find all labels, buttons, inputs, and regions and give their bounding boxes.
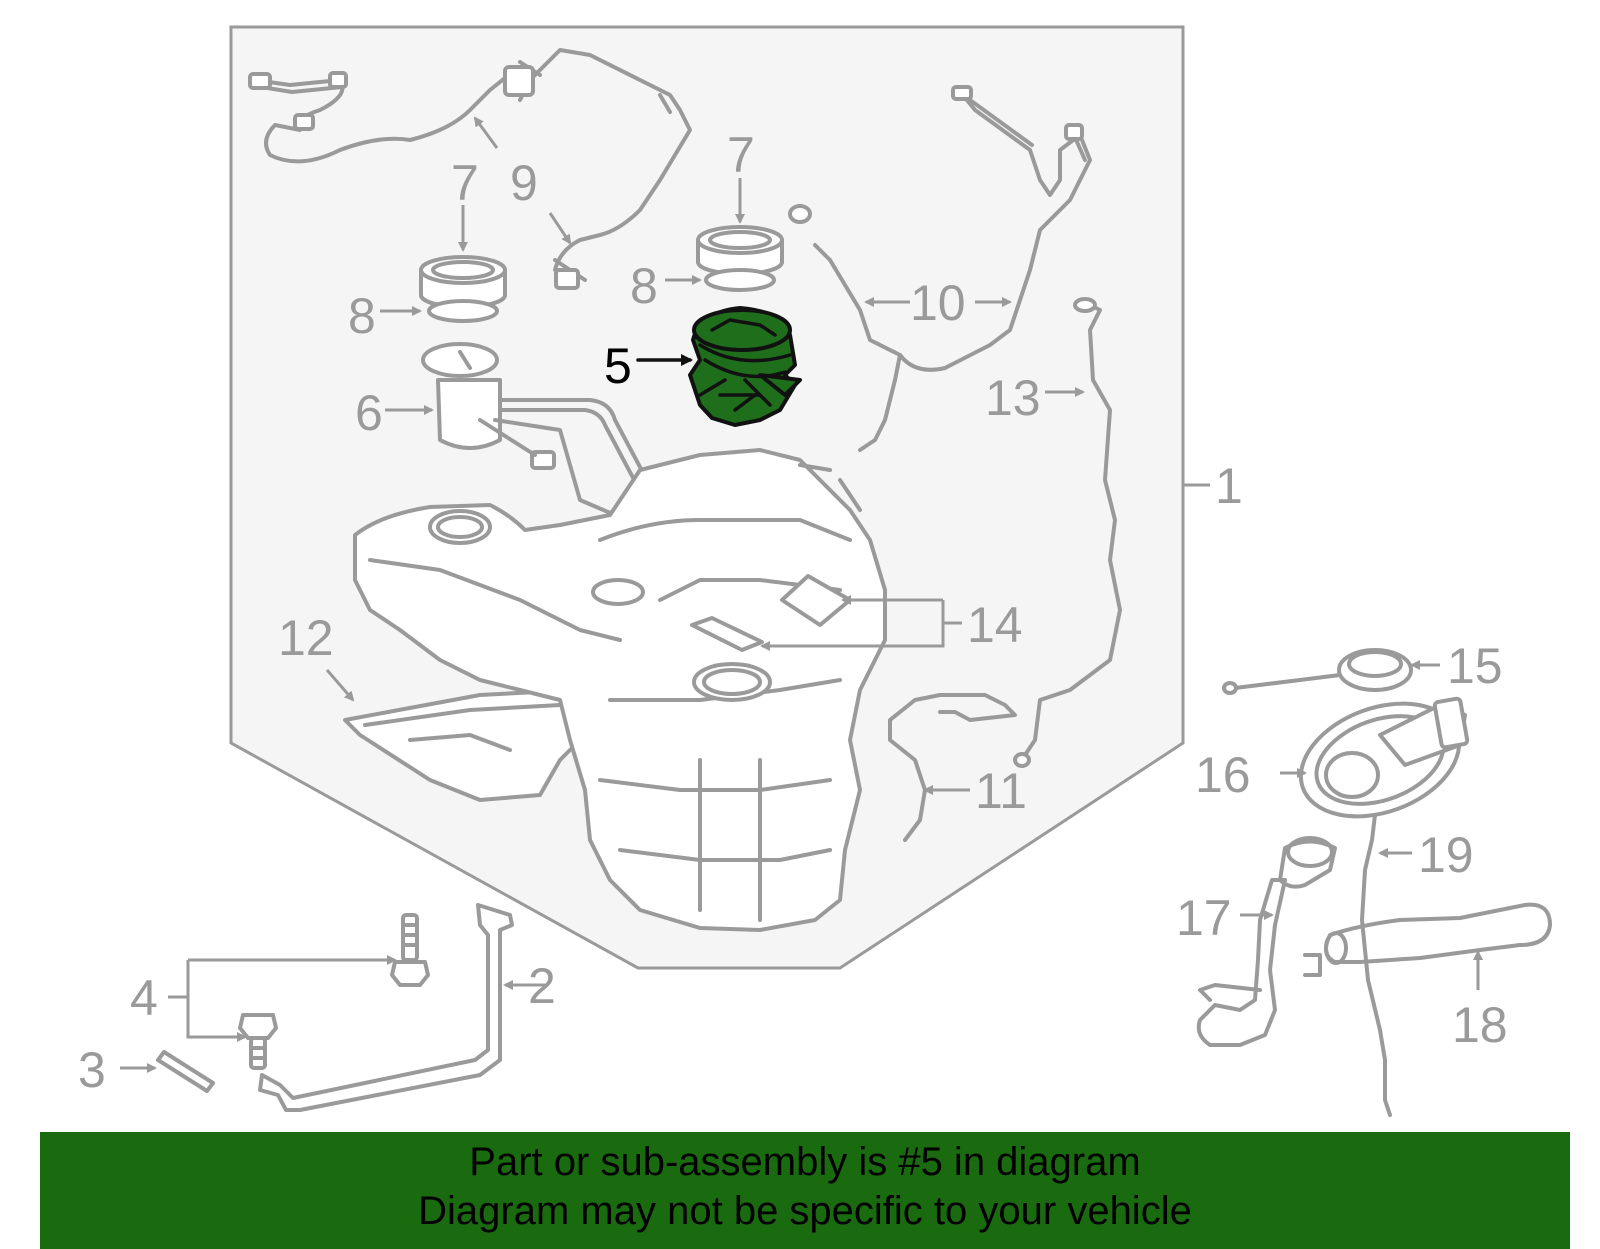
callout-2: 2 xyxy=(528,958,556,1014)
callout-3: 3 xyxy=(78,1042,106,1098)
bolt-part-4-upper xyxy=(390,913,430,987)
fuel-pump-module-part-5 xyxy=(688,306,802,427)
callout-7-left: 7 xyxy=(451,155,479,211)
fuel-tank xyxy=(353,448,887,932)
bolt-part-4-lower xyxy=(238,1013,278,1070)
footer-line-part: Part or sub-assembly is #5 in diagram xyxy=(469,1140,1141,1184)
callout-13: 13 xyxy=(985,370,1041,426)
callout-10: 10 xyxy=(910,275,966,331)
callout-12: 12 xyxy=(278,610,334,666)
lock-ring-part-7-right xyxy=(696,225,784,276)
callout-19: 19 xyxy=(1418,827,1474,883)
strap-part-2 xyxy=(258,903,514,1112)
footer-line-disclaimer: Diagram may not be specific to your vehi… xyxy=(418,1189,1192,1233)
callout-15: 15 xyxy=(1447,638,1503,694)
callout-18: 18 xyxy=(1452,997,1508,1053)
filler-pipe-part-17 xyxy=(1196,836,1337,1047)
leader-lines xyxy=(120,116,1483,1073)
vent-hose-part-10 xyxy=(788,85,1092,452)
callout-17: 17 xyxy=(1176,890,1232,946)
filler-housing-part-16 xyxy=(1298,696,1470,819)
footer-banner: Part or sub-assembly is #5 in diagram Di… xyxy=(40,1132,1570,1249)
filler-cap-part-15 xyxy=(1222,648,1413,695)
callout-8-left: 8 xyxy=(348,288,376,344)
callout-14: 14 xyxy=(967,597,1023,653)
pin-part-3 xyxy=(156,1050,215,1093)
sender-unit-part-6 xyxy=(421,342,704,600)
callout-4: 4 xyxy=(130,970,158,1026)
seal-part-8-right xyxy=(704,268,776,292)
cable-part-19 xyxy=(1360,813,1392,1117)
callout-labels: 7 7 9 8 8 5 6 10 13 1 14 12 11 15 16 19 … xyxy=(78,127,1508,1098)
callout-8-right: 8 xyxy=(630,258,658,314)
filler-hose-part-18 xyxy=(1324,902,1552,964)
fuel-line-part-13 xyxy=(1023,303,1122,757)
callout-1: 1 xyxy=(1215,458,1243,514)
callout-9: 9 xyxy=(510,155,538,211)
callout-16: 16 xyxy=(1195,747,1251,803)
callout-7-right: 7 xyxy=(727,127,755,183)
wiring-harness-part-9 xyxy=(248,48,692,290)
callout-5: 5 xyxy=(604,338,632,394)
seal-part-8-left xyxy=(427,299,499,323)
callout-6: 6 xyxy=(355,385,383,441)
callout-11: 11 xyxy=(975,763,1027,819)
